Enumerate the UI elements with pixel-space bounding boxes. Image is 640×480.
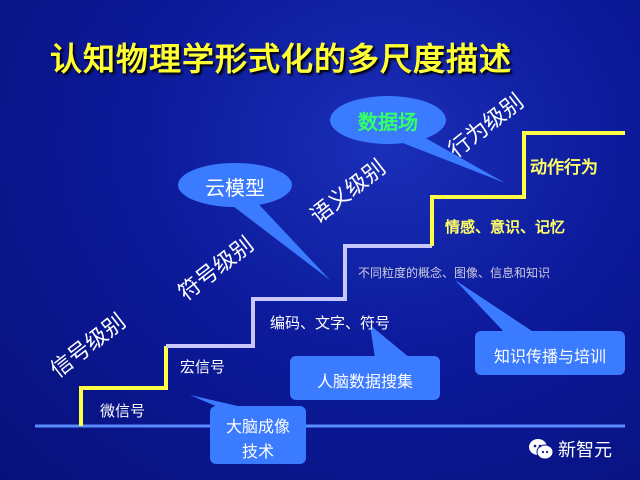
stair-symbol-semantic (166, 244, 432, 348)
callout-data-field (330, 96, 505, 183)
step-concepts: 不同粒度的概念、图像、信息和知识 (358, 266, 551, 280)
callout-knowledge (455, 280, 625, 375)
step-emotion: 情感、意识、记忆 (445, 218, 566, 236)
knowledge-text: 知识传播与培训 (493, 347, 606, 366)
brain-data-text: 人脑数据搜集 (316, 372, 413, 391)
callout-brain-data (290, 325, 440, 400)
step-coding: 编码、文字、符号 (270, 314, 391, 332)
watermark-text: 新智元 (558, 440, 612, 461)
imaging-text-line1: 大脑成像 (225, 417, 290, 436)
callout-imaging (190, 395, 306, 464)
step-micro-signal: 微信号 (100, 402, 146, 420)
imaging-text-line2: 技术 (241, 442, 274, 461)
watermark: 新智元 (528, 436, 612, 462)
cloud-model-text: 云模型 (205, 176, 265, 200)
callout-cloud-model (178, 163, 330, 280)
step-macro-signal: 宏信号 (180, 358, 226, 376)
slide-title: 认知物理学形式化的多尺度描述 (50, 40, 513, 78)
wechat-icon (529, 439, 554, 460)
stair-behavior (430, 131, 625, 246)
stair-signal (79, 346, 168, 426)
step-action: 动作行为 (530, 158, 598, 178)
data-field-text: 数据场 (358, 110, 418, 134)
